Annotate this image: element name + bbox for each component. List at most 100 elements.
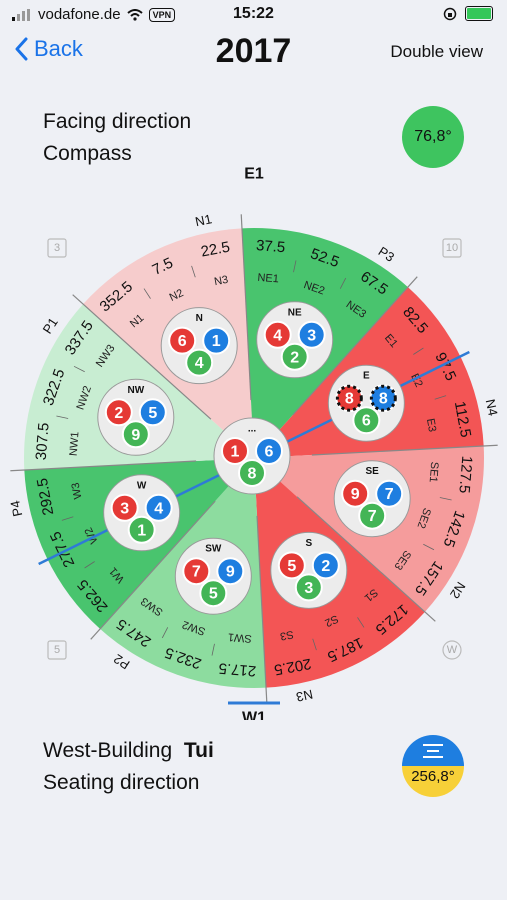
seating-title: Seating direction bbox=[43, 771, 200, 794]
palace-s[interactable] bbox=[270, 531, 348, 609]
sub-direction-label: N3 bbox=[213, 274, 229, 288]
period-star: 7 bbox=[358, 501, 387, 530]
svg-text:2: 2 bbox=[114, 405, 123, 422]
period-star: 3 bbox=[294, 573, 323, 602]
sub-sector-tick bbox=[434, 395, 447, 400]
palace-center[interactable] bbox=[213, 417, 291, 495]
svg-text:4: 4 bbox=[273, 327, 282, 344]
palace-label: ... bbox=[248, 424, 257, 435]
orientation-lock-icon bbox=[443, 7, 457, 20]
sub-direction-label: S2 bbox=[323, 612, 340, 629]
sector-divider bbox=[311, 444, 498, 456]
seating-angle: 256,8° bbox=[411, 768, 455, 785]
svg-text:5: 5 bbox=[287, 558, 296, 575]
wifi-icon bbox=[126, 8, 143, 21]
svg-text:6: 6 bbox=[178, 333, 187, 350]
outer-label: N3 bbox=[295, 687, 314, 705]
carrier-name: vodafone.de bbox=[38, 6, 121, 23]
outer-label: P4 bbox=[7, 499, 25, 518]
water-star: 9 bbox=[216, 557, 245, 586]
sub-sector-tick bbox=[293, 260, 297, 273]
facing-subtitle: Compass bbox=[43, 142, 132, 165]
degree-label: 37.5 bbox=[255, 237, 285, 256]
period-star: 8 bbox=[238, 459, 266, 487]
sector-divider bbox=[292, 276, 418, 416]
palace-w[interactable] bbox=[103, 474, 181, 552]
mountain-star: 9 bbox=[341, 479, 370, 508]
sub-sector-tick bbox=[73, 365, 85, 373]
outer-label: P2 bbox=[111, 651, 133, 672]
period-star: 4 bbox=[185, 348, 214, 377]
mountain-star: 8 bbox=[335, 384, 364, 413]
mountain-star: 1 bbox=[221, 437, 249, 465]
sector-divider bbox=[90, 500, 216, 640]
palace-e[interactable] bbox=[327, 364, 405, 442]
palace-label: NE bbox=[288, 307, 302, 318]
svg-text:3: 3 bbox=[120, 500, 129, 517]
degree-label: 307.5 bbox=[33, 422, 53, 461]
flying-star-compass[interactable]: 82.597.5112.5E1E2E3127.5142.5157.5SE1SE2… bbox=[0, 160, 507, 721]
svg-text:8: 8 bbox=[345, 391, 354, 408]
svg-text:1: 1 bbox=[137, 522, 146, 539]
palace-n[interactable] bbox=[160, 307, 238, 385]
mountain-star: 2 bbox=[104, 398, 133, 427]
top-direction-label: E1 bbox=[244, 166, 264, 183]
palace-nw[interactable] bbox=[97, 378, 175, 456]
corner-marker bbox=[47, 238, 67, 258]
sub-sector-tick bbox=[191, 265, 196, 278]
svg-text:9: 9 bbox=[131, 427, 140, 444]
outer-label: N2 bbox=[447, 579, 469, 601]
period-star: 6 bbox=[352, 406, 381, 435]
svg-text:3: 3 bbox=[304, 580, 313, 597]
degree-label: 22.5 bbox=[199, 239, 231, 261]
degree-label: 217.5 bbox=[218, 659, 257, 679]
chevron-left-icon bbox=[15, 37, 28, 61]
svg-text:7: 7 bbox=[192, 564, 201, 581]
water-star: 1 bbox=[202, 326, 231, 355]
period-star: 2 bbox=[280, 342, 309, 371]
svg-text:7: 7 bbox=[368, 508, 377, 525]
sub-sector-tick bbox=[61, 516, 74, 521]
water-star: 8 bbox=[369, 384, 398, 413]
double-view-button[interactable]: Double view bbox=[390, 42, 483, 61]
sub-sector-tick bbox=[143, 288, 151, 299]
corner-marker-label: W bbox=[447, 644, 458, 656]
corner-marker bbox=[442, 238, 462, 258]
status-bar: vodafone.de VPN 15:22 bbox=[0, 0, 507, 28]
corner-marker bbox=[442, 640, 462, 660]
sub-direction-label: N2 bbox=[168, 287, 186, 304]
back-label: Back bbox=[34, 36, 83, 61]
signal-icon bbox=[12, 8, 30, 21]
palace-sw[interactable] bbox=[174, 537, 252, 615]
seating-angle-badge[interactable]: 256,8° bbox=[402, 735, 464, 797]
sector-divider bbox=[240, 214, 252, 401]
palace-label: NW bbox=[127, 385, 144, 396]
status-time: 15:22 bbox=[233, 5, 274, 22]
palace-se[interactable] bbox=[333, 460, 411, 538]
period-star: 9 bbox=[121, 420, 150, 449]
palace-ne[interactable] bbox=[256, 301, 334, 379]
sub-sector-tick bbox=[413, 347, 424, 355]
degree-label: 202.5 bbox=[273, 655, 313, 679]
svg-text:9: 9 bbox=[226, 564, 235, 581]
svg-text:4: 4 bbox=[154, 500, 163, 517]
palace-label: E bbox=[363, 371, 370, 382]
palace-label: SE bbox=[366, 466, 380, 477]
back-button[interactable]: Back bbox=[14, 36, 83, 62]
sub-direction-label: NE1 bbox=[257, 272, 279, 286]
degree-label: 127.5 bbox=[455, 455, 475, 494]
mountain-star: 3 bbox=[110, 493, 139, 522]
svg-text:7: 7 bbox=[385, 486, 394, 503]
corner-marker bbox=[47, 640, 67, 660]
palace-label: N bbox=[196, 313, 203, 324]
sector-divider bbox=[256, 515, 268, 702]
water-star: 3 bbox=[297, 320, 326, 349]
sub-direction-label: NW1 bbox=[68, 431, 82, 456]
water-star: 4 bbox=[144, 493, 173, 522]
svg-text:1: 1 bbox=[212, 333, 221, 350]
palace-label: SW bbox=[205, 544, 222, 555]
mountain-star: 7 bbox=[182, 557, 211, 586]
water-star: 5 bbox=[138, 398, 167, 427]
sub-sector-tick bbox=[84, 561, 95, 569]
sub-sector-tick bbox=[56, 415, 69, 419]
